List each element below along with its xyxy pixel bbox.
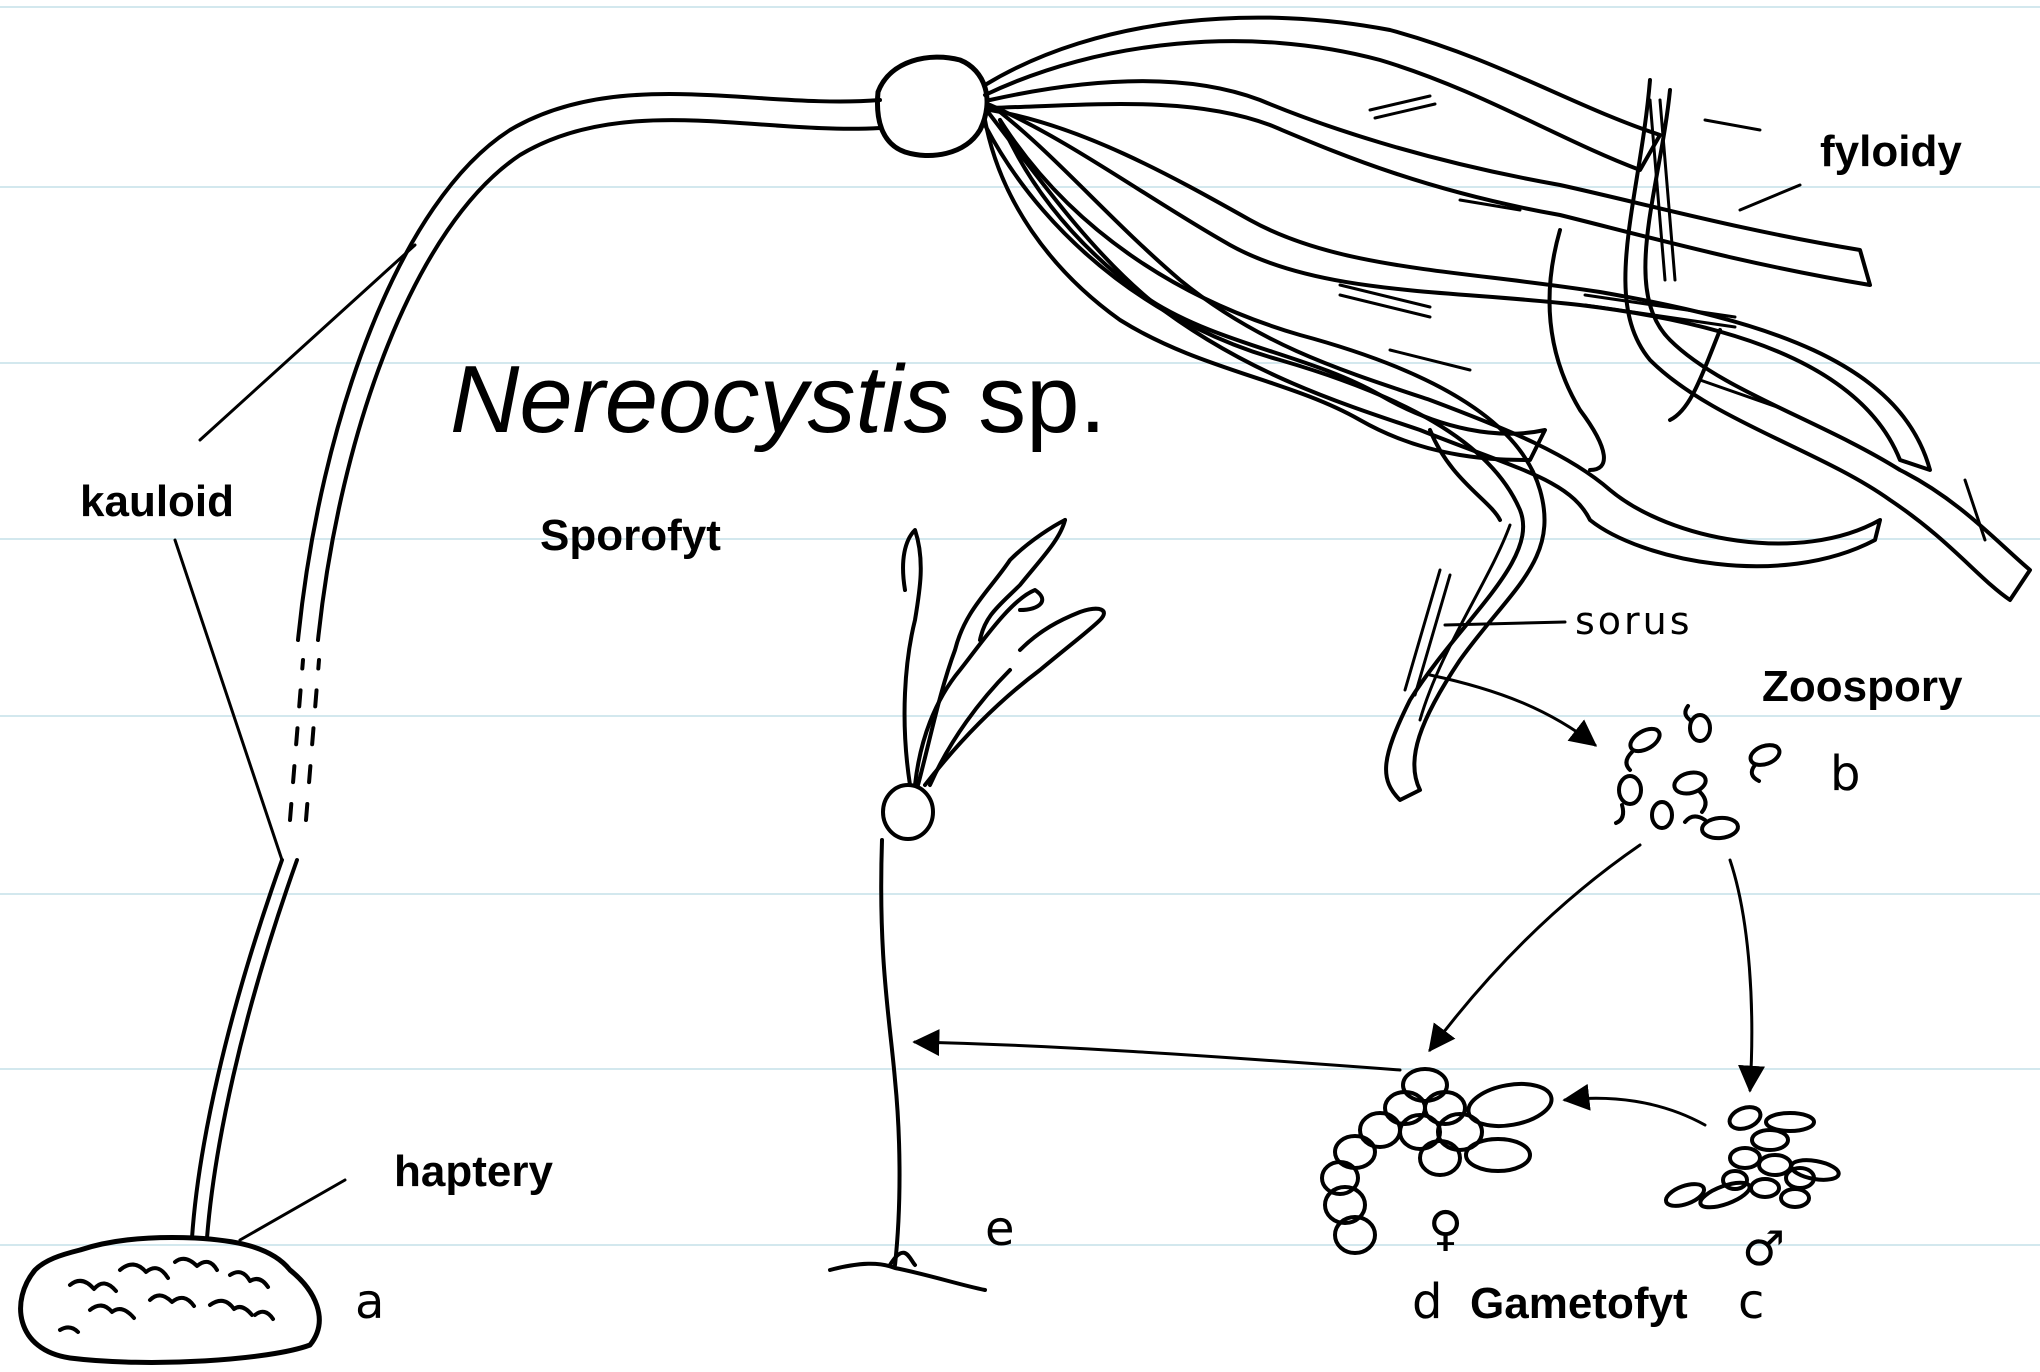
holdfast-texture (60, 1259, 273, 1332)
male-gametophyte (1663, 1103, 1840, 1212)
arrow-to-female (1430, 845, 1640, 1050)
diagram-title: Nereocystis sp. (450, 352, 1106, 448)
label-haptery: haptery (394, 1150, 553, 1194)
species-suffix: sp. (978, 346, 1106, 453)
label-kauloid: kauloid (80, 480, 234, 524)
letter-d: d (1412, 1278, 1442, 1326)
female-symbol: ♀ (1428, 1205, 1463, 1253)
arrow-male-to-female (1565, 1098, 1705, 1125)
label-gametofyt: Gametofyt (1470, 1282, 1688, 1326)
zoospores (1616, 706, 1782, 840)
pneumatocyst (877, 57, 987, 155)
male-symbol: ♂ (1742, 1225, 1785, 1273)
label-sorus: sorus (1575, 602, 1693, 640)
genus-name: Nereocystis (450, 346, 951, 453)
letter-c: c (1738, 1278, 1764, 1326)
letter-b: b (1830, 750, 1860, 798)
kauloid-pointer (200, 245, 415, 440)
arrow-sorus-to-zoospores (1430, 675, 1595, 745)
kauloid-pointer (175, 540, 282, 860)
letter-a: a (355, 1278, 384, 1326)
label-fyloidy: fyloidy (1820, 130, 1962, 174)
letter-e: e (985, 1205, 1015, 1253)
label-zoospory: Zoospory (1762, 665, 1962, 709)
haptery-pointer (240, 1180, 345, 1240)
young-sporophyte (830, 520, 1104, 1290)
arrow-female-to-sporophyte (915, 1042, 1400, 1070)
label-sporofyt: Sporofyt (540, 514, 721, 558)
arrow-to-male (1730, 860, 1752, 1090)
